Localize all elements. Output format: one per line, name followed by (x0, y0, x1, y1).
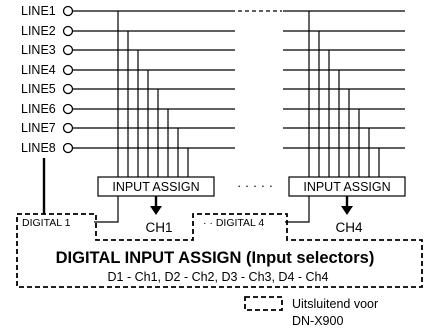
line-label-5: LINE5 (21, 82, 56, 96)
line-jack-2 (62, 25, 74, 37)
output-ch4: CH4 (335, 196, 363, 235)
arrow-down-icon (150, 206, 162, 215)
line-label-1: LINE1 (21, 4, 56, 18)
legend-text-line1: Uitsluitend voor (292, 297, 378, 311)
line-label-4: LINE4 (21, 63, 56, 77)
line-jack-1 (62, 5, 74, 17)
line-label-7: LINE7 (21, 121, 56, 135)
line-jack-5 (62, 83, 74, 95)
assign-label-right: INPUT ASSIGN (303, 180, 390, 194)
digital1-connection (94, 196, 119, 223)
output-ch1: CH1 (145, 196, 173, 235)
digital4-connection (285, 196, 310, 223)
right-taps (308, 11, 380, 177)
assign-block-left: INPUT ASSIGN (97, 176, 215, 197)
assign-block-right: INPUT ASSIGN (288, 176, 406, 197)
diagram-subtitle: D1 - Ch1, D2 - Ch2, D3 - Ch3, D4 - Ch4 (108, 270, 329, 284)
input-jacks (62, 5, 74, 154)
left-taps (117, 11, 189, 177)
legend-dashed-box-icon (244, 296, 283, 311)
assign-label-left: INPUT ASSIGN (112, 180, 199, 194)
line-jack-3 (62, 44, 74, 56)
line-labels: LINE1 LINE2 LINE3 LINE4 LINE5 LINE6 LINE… (21, 4, 56, 155)
line-jack-7 (62, 122, 74, 134)
ch1-label: CH1 (145, 220, 172, 235)
diagram-title: DIGITAL INPUT ASSIGN (Input selectors) (56, 249, 375, 267)
line-jack-8 (62, 142, 74, 154)
arrow-down-icon (341, 206, 353, 215)
digital-1-label: DIGITAL 1 (22, 217, 71, 229)
legend: Uitsluitend voor DN-X900 (244, 296, 378, 328)
digital-input-assign-frame (16, 213, 423, 288)
line-jack-4 (62, 64, 74, 76)
line-buses (72, 10, 405, 149)
ch4-label: CH4 (335, 220, 362, 235)
line-jack-6 (62, 103, 74, 115)
line-label-2: LINE2 (21, 24, 56, 38)
line-label-8: LINE8 (21, 141, 56, 155)
line-label-3: LINE3 (21, 43, 56, 57)
digital-4-label: · · DIGITAL 4 (203, 217, 264, 229)
legend-text-line2: DN-X900 (292, 314, 343, 328)
line-label-6: LINE6 (21, 102, 56, 116)
assign-ellipsis: · · · · · (237, 178, 273, 193)
